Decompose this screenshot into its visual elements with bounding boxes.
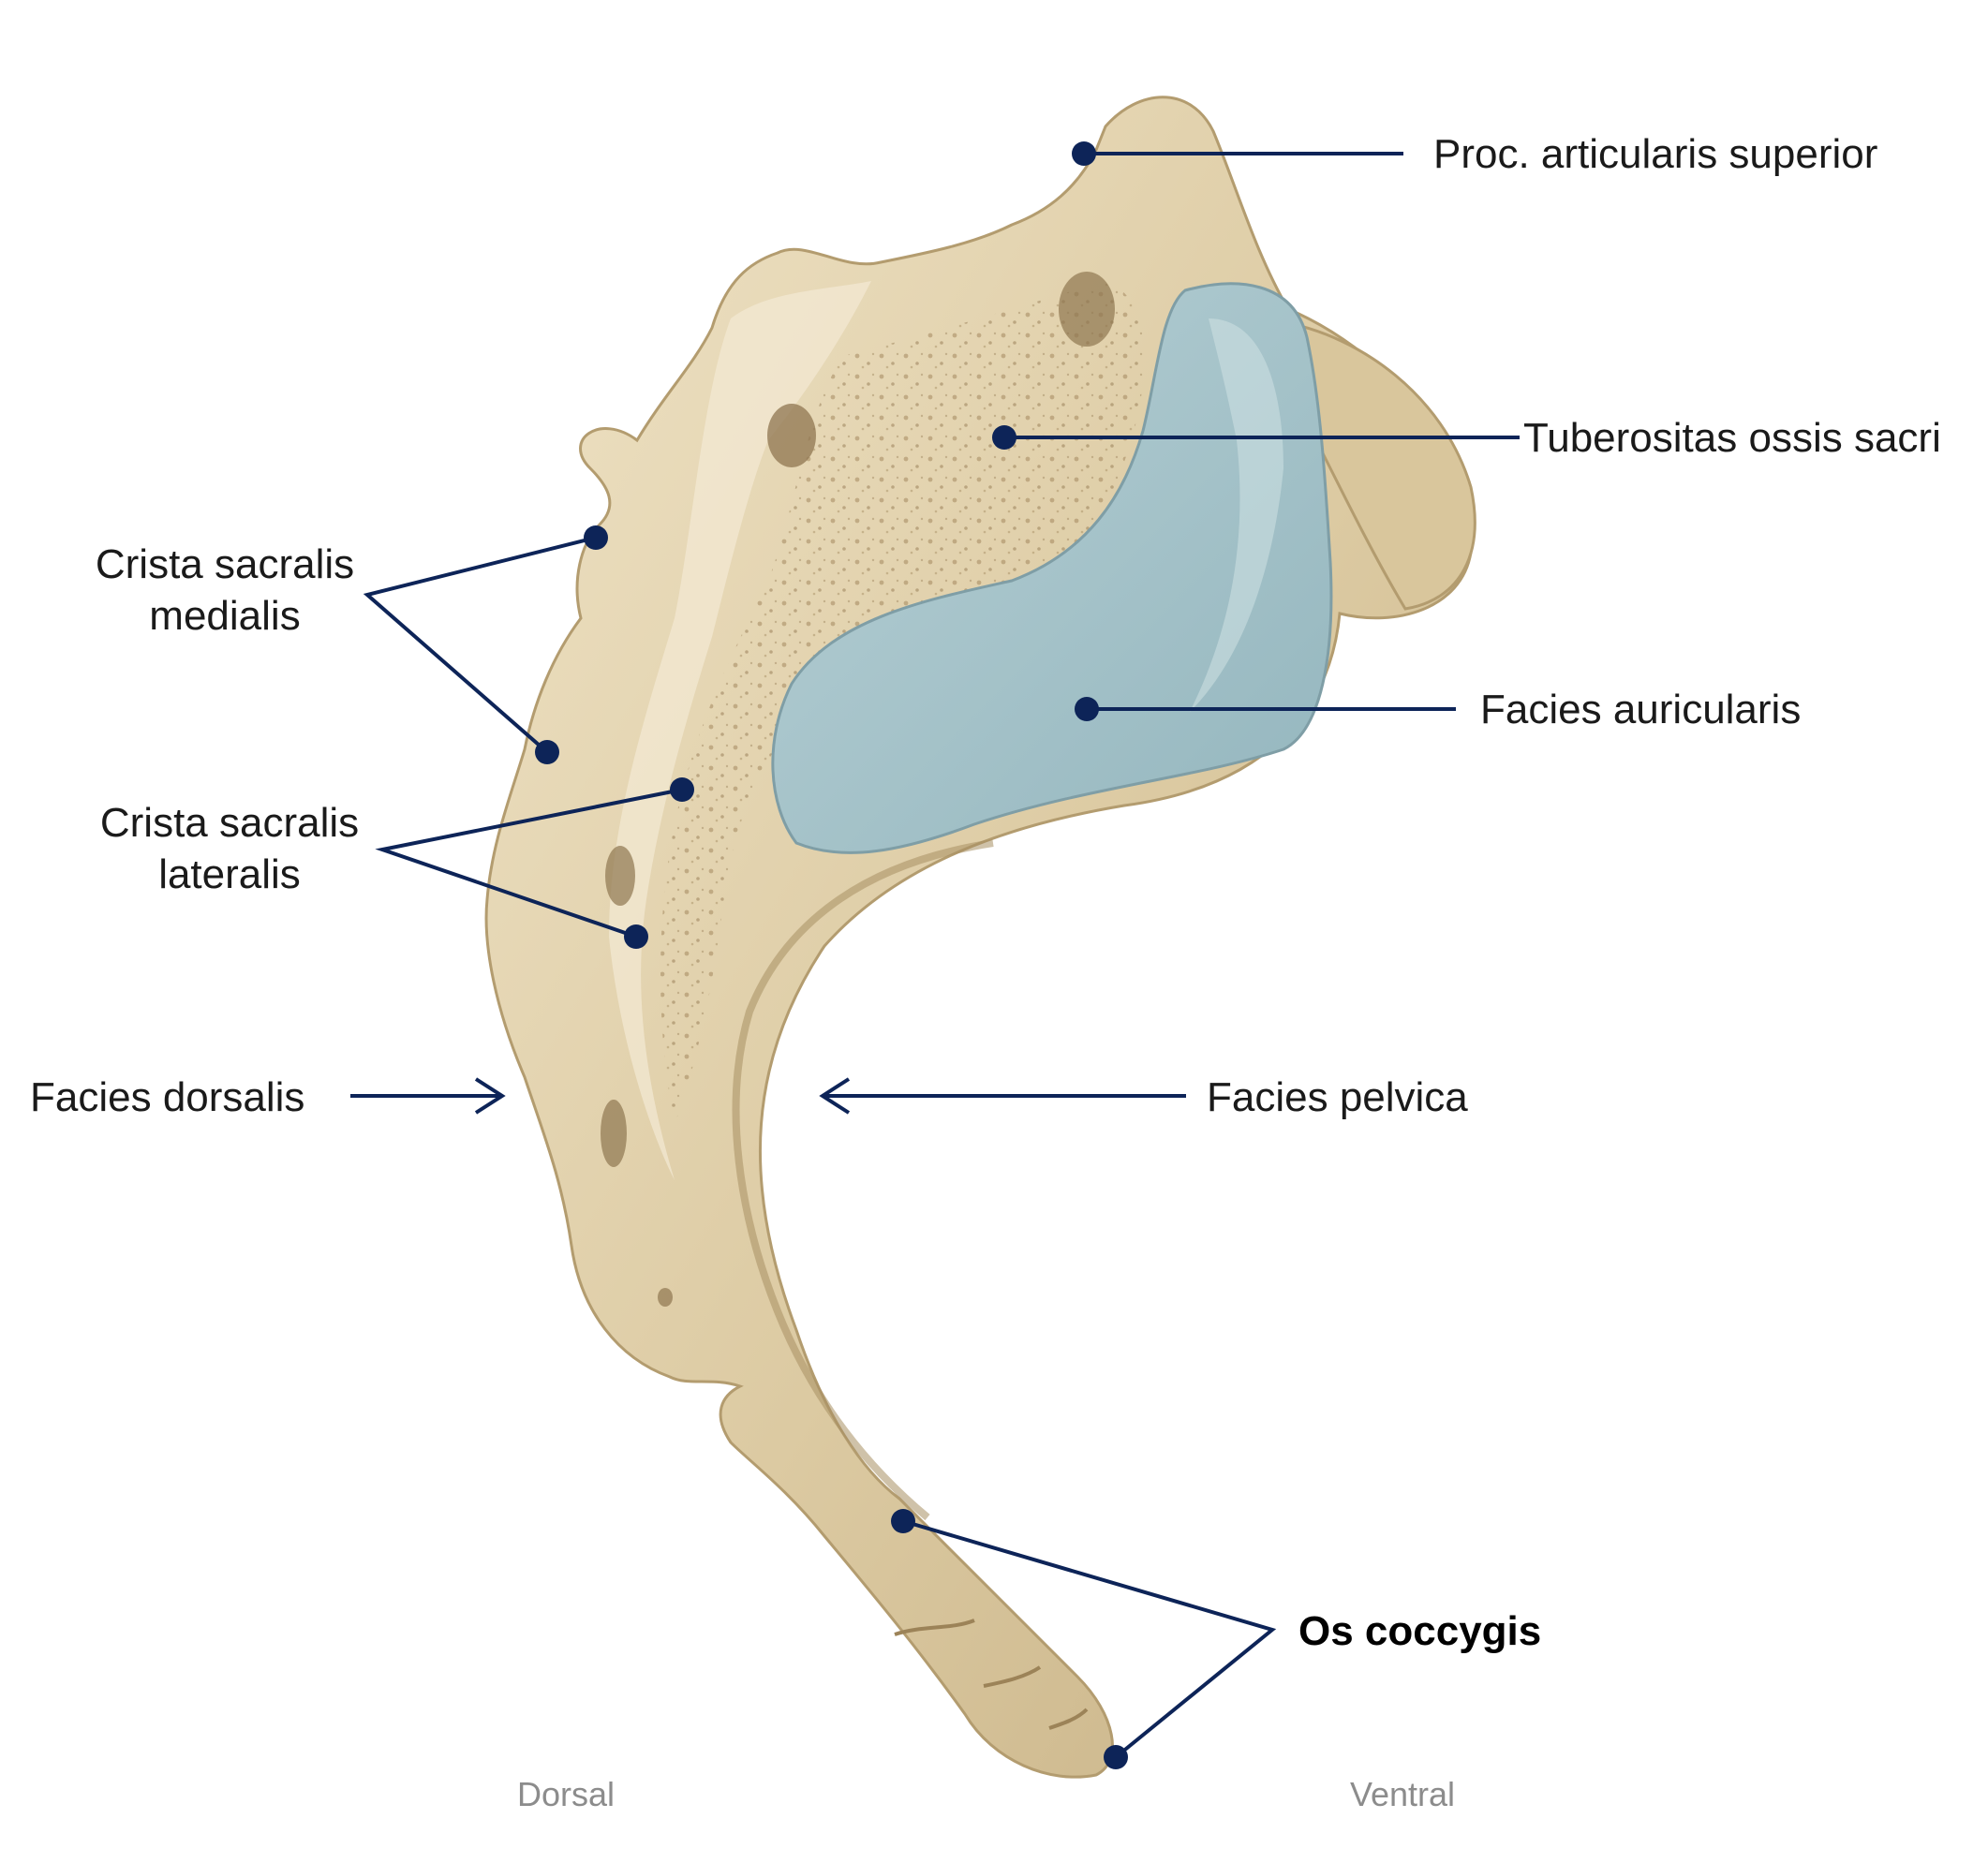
orientation-ventral: Ventral — [1350, 1775, 1455, 1813]
leader-crista-sacralis-lateralis — [375, 788, 683, 939]
label-crista-sacralis-lateralis-line1: Crista sacralis — [100, 800, 359, 846]
leader-os-coccygis — [902, 1519, 1277, 1759]
coccyx-segment-line-1 — [894, 1619, 975, 1636]
labels: Proc. articularis superior Tuberositas o… — [30, 131, 1941, 1813]
orientation-dorsal: Dorsal — [517, 1775, 615, 1813]
label-facies-auricularis: Facies auricularis — [1480, 687, 1801, 732]
label-facies-pelvica: Facies pelvica — [1207, 1074, 1468, 1120]
leader-crista-sacralis-medialis — [363, 536, 597, 754]
dorsal-foramen-5 — [658, 1288, 673, 1307]
marker-crista-sacralis-lateralis-2 — [624, 924, 648, 949]
marker-tuberositas-ossis-sacri — [992, 425, 1016, 450]
cartilage-sheen — [1190, 318, 1283, 712]
label-proc-articularis-superior: Proc. articularis superior — [1433, 131, 1877, 177]
label-crista-sacralis-medialis-line2: medialis — [149, 593, 300, 639]
label-os-coccygis: Os coccygis — [1298, 1608, 1541, 1654]
dorsal-foramen-3 — [605, 846, 635, 906]
marker-crista-sacralis-medialis-2 — [535, 740, 559, 764]
arrowhead-facies-dorsalis — [474, 1077, 506, 1115]
dorsal-foramen-4 — [601, 1100, 627, 1167]
dorsal-foramen-2 — [1059, 272, 1115, 347]
dorsal-foramen-1 — [767, 404, 816, 467]
marker-facies-auricularis — [1075, 697, 1099, 721]
leader-lines — [350, 141, 1520, 1769]
dorsal-ridge-highlight — [609, 281, 871, 1180]
label-crista-sacralis-medialis-line1: Crista sacralis — [96, 541, 354, 587]
arrowhead-facies-pelvica — [819, 1077, 851, 1115]
marker-crista-sacralis-medialis-1 — [584, 525, 608, 550]
marker-crista-sacralis-lateralis-1 — [670, 777, 694, 802]
label-tuberositas-ossis-sacri: Tuberositas ossis sacri — [1523, 415, 1941, 461]
label-facies-dorsalis: Facies dorsalis — [30, 1074, 304, 1120]
marker-os-coccygis-2 — [1104, 1745, 1128, 1769]
label-crista-sacralis-lateralis-line2: lateralis — [158, 851, 301, 897]
marker-proc-articularis-superior — [1072, 141, 1096, 166]
pelvic-surface-shadow — [732, 839, 994, 1521]
coccyx-segment-line-2 — [983, 1665, 1042, 1688]
tuberosity-porous-area — [660, 281, 1145, 1124]
marker-os-coccygis-1 — [891, 1509, 915, 1533]
coccyx-segment-line-3 — [1048, 1708, 1089, 1730]
